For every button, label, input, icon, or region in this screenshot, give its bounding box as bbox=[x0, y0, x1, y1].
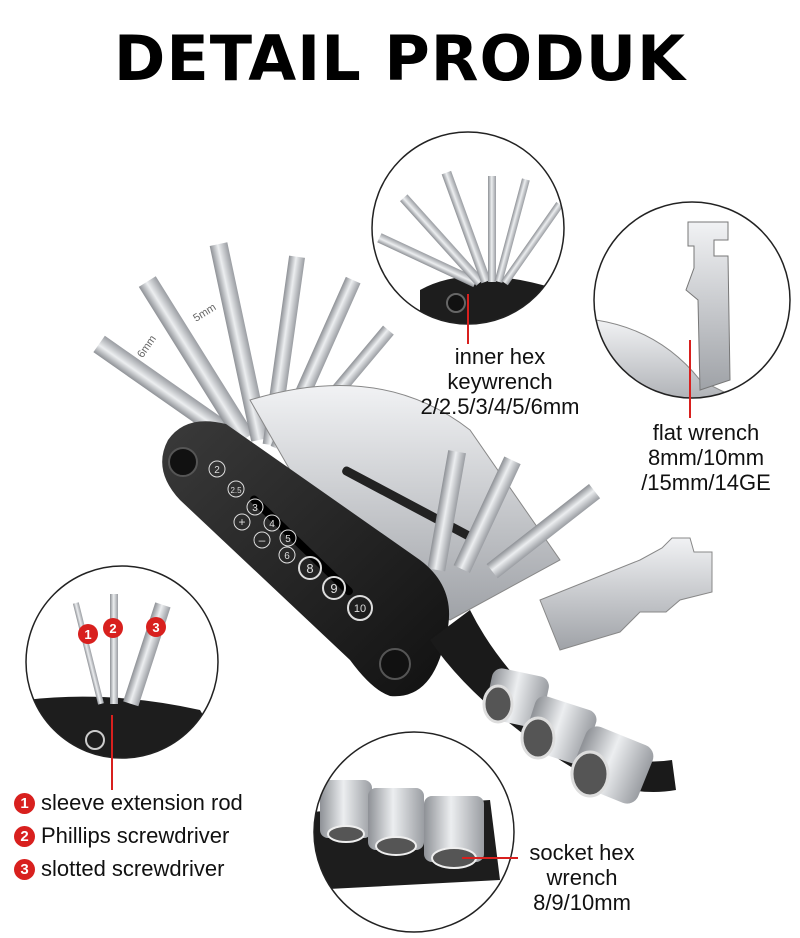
marker-2: 2 bbox=[109, 621, 116, 636]
callout-line: socket hex bbox=[529, 840, 635, 865]
bit-markers: 1 2 3 bbox=[78, 617, 166, 644]
legend-item: 2 Phillips screwdriver bbox=[14, 823, 229, 849]
callout-line: keywrench bbox=[447, 369, 553, 394]
inset-sockets bbox=[313, 731, 518, 933]
size-marking: – bbox=[259, 533, 266, 547]
callout-line: /15mm/14GE bbox=[641, 470, 771, 495]
size-marking: 10 bbox=[354, 603, 366, 615]
inset-flat-wrench bbox=[593, 201, 791, 418]
size-marking: 8 bbox=[306, 561, 313, 576]
inner-hex-callout: inner hex keywrench 2/2.5/3/4/5/6mm bbox=[410, 344, 590, 419]
callout-line: 8mm/10mm bbox=[647, 445, 765, 470]
callout-line: 8/9/10mm bbox=[533, 890, 631, 915]
marker-1: 1 bbox=[84, 627, 91, 642]
size-marking: + bbox=[238, 515, 245, 529]
size-marking: 6 bbox=[284, 551, 290, 562]
marker-3: 3 bbox=[152, 620, 159, 635]
socket-hex-callout: socket hex wrench 8/9/10mm bbox=[512, 840, 652, 915]
multi-tool-main: 6mm 5mm 2 2.5 3 4 5 6 bbox=[93, 242, 713, 804]
hex-key-engraving: 6mm bbox=[135, 333, 159, 360]
size-marking: 2.5 bbox=[230, 486, 242, 495]
legend-number: 3 bbox=[14, 858, 35, 880]
legend-label: slotted screwdriver bbox=[41, 856, 225, 881]
inset-bits bbox=[25, 565, 219, 790]
size-marking: 4 bbox=[269, 519, 275, 530]
legend-label: sleeve extension rod bbox=[41, 790, 243, 815]
callout-line: wrench bbox=[546, 865, 618, 890]
flat-wrench-callout: flat wrench 8mm/10mm /15mm/14GE bbox=[622, 420, 790, 495]
size-marking: 2 bbox=[214, 465, 220, 476]
legend-item: 3 slotted screwdriver bbox=[14, 856, 224, 882]
size-marking: 3 bbox=[252, 503, 258, 514]
legend-number: 1 bbox=[14, 792, 35, 814]
callout-line: 2/2.5/3/4/5/6mm bbox=[420, 394, 580, 419]
sockets bbox=[482, 668, 654, 804]
size-marking: 5 bbox=[285, 534, 291, 545]
callout-line: inner hex bbox=[454, 344, 546, 369]
legend-label: Phillips screwdriver bbox=[41, 823, 230, 848]
size-marking: 9 bbox=[330, 581, 337, 596]
page-title: DETAIL PRODUK bbox=[113, 22, 687, 95]
hex-key-engraving: 5mm bbox=[191, 301, 218, 324]
callout-line: flat wrench bbox=[652, 420, 760, 445]
legend-number: 2 bbox=[14, 825, 35, 847]
legend-item: 1 sleeve extension rod bbox=[14, 790, 243, 816]
inset-hex-keys bbox=[371, 131, 565, 344]
